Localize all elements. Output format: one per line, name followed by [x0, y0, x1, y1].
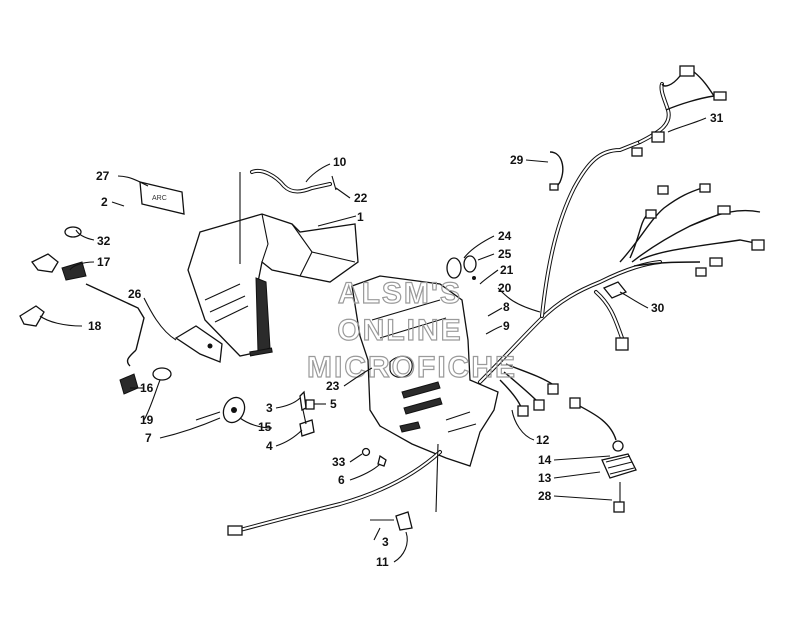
callout-labels: 1 2 3 3 4 5 6 7 8 9 10 11 12 13 14 15 16…: [88, 111, 724, 569]
callout-8: 8: [503, 300, 510, 314]
dash-plate: [174, 325, 273, 363]
callout-7: 7: [145, 431, 152, 445]
callout-1: 1: [357, 210, 364, 224]
side-panel: [351, 275, 499, 467]
callout-17: 17: [97, 255, 111, 269]
callout-23: 23: [326, 379, 340, 393]
callout-14: 14: [538, 453, 552, 467]
callout-11: 11: [376, 555, 389, 569]
callout-9: 9: [503, 319, 510, 333]
callout-24: 24: [498, 229, 512, 243]
harness-clips: [549, 151, 628, 299]
callout-25: 25: [498, 247, 512, 261]
decal: ARC: [139, 181, 185, 215]
watermark-line-1: ALSM'S: [338, 277, 462, 310]
callout-20: 20: [498, 281, 512, 295]
callout-6: 6: [338, 473, 345, 487]
watermark-line-2: ONLINE: [337, 314, 462, 347]
lamp-socket: [119, 367, 246, 424]
callout-3a: 3: [266, 401, 273, 415]
callout-26: 26: [128, 287, 142, 301]
voltage-regulator: [569, 397, 637, 513]
ignition-switch: [19, 226, 145, 367]
callout-15: 15: [258, 420, 272, 434]
callout-10: 10: [333, 155, 347, 169]
leader-lines: [39, 117, 707, 563]
callout-29: 29: [510, 153, 524, 167]
callout-21: 21: [500, 263, 514, 277]
callout-22: 22: [354, 191, 368, 205]
callout-12: 12: [536, 433, 550, 447]
callout-19: 19: [140, 413, 154, 427]
callout-27: 27: [96, 169, 110, 183]
callout-30: 30: [651, 301, 665, 315]
callout-33: 33: [332, 455, 346, 469]
wiring-harness: [478, 82, 761, 411]
watermark: ALSM'S ONLINE MICROFICHE: [306, 276, 517, 384]
callout-32: 32: [97, 234, 111, 248]
harness-connectors: [517, 65, 765, 417]
throttle-cable: [227, 443, 442, 536]
bracket-hardware: [299, 390, 315, 437]
choke-cable: [239, 169, 337, 264]
svg-text:ARC: ARC: [152, 195, 167, 202]
grommets: [446, 255, 477, 280]
fasteners-33-6: [361, 447, 387, 467]
callout-4: 4: [266, 439, 273, 453]
watermark-line-3: MICROFICHE: [307, 351, 517, 384]
callout-3b: 3: [382, 535, 389, 549]
callout-2: 2: [101, 195, 108, 209]
callout-16: 16: [140, 381, 154, 395]
callout-5: 5: [330, 397, 337, 411]
console-housing: [187, 213, 359, 357]
callout-28: 28: [538, 489, 552, 503]
callout-18: 18: [88, 319, 102, 333]
callout-13: 13: [538, 471, 552, 485]
callout-31: 31: [710, 111, 724, 125]
